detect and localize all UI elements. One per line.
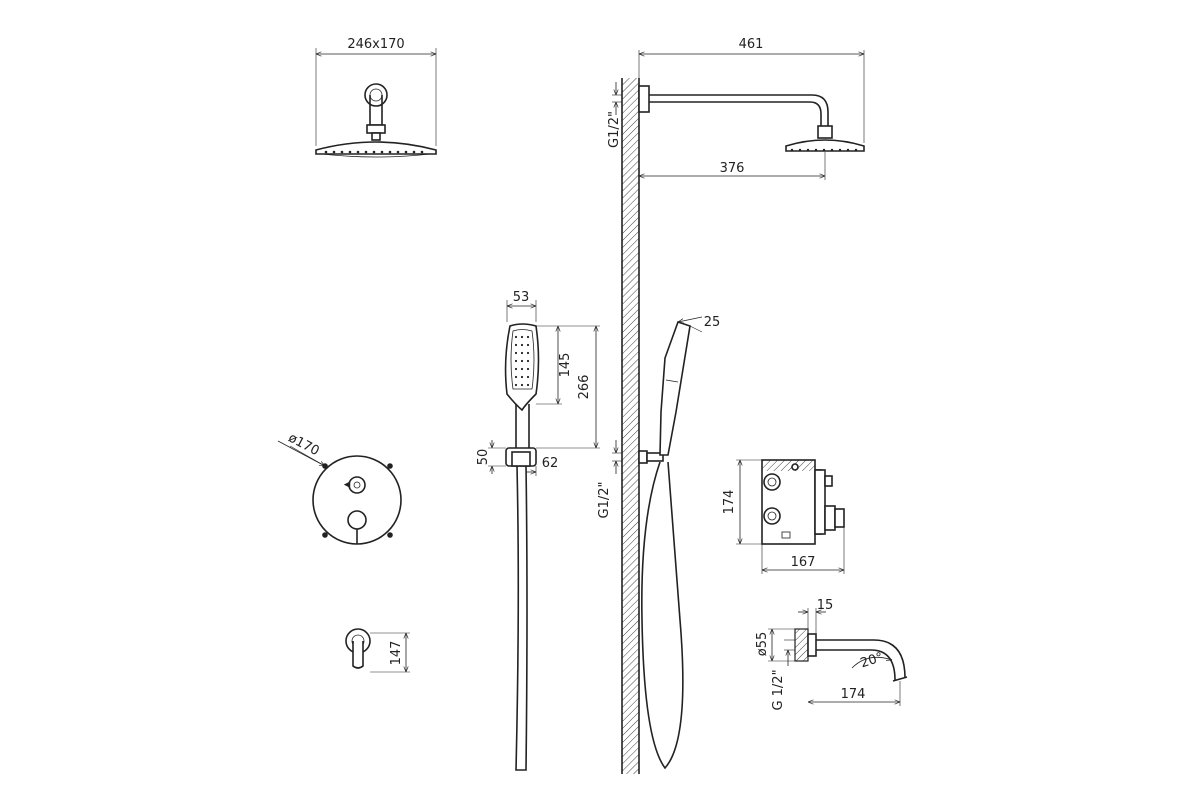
bath-spout: 15 ø55 G 1/2" 20° 174 xyxy=(755,598,908,711)
spout-length-label: 174 xyxy=(841,687,866,702)
side-head-nozzles xyxy=(790,148,858,152)
head-shower-front-view: 246x170 xyxy=(315,37,437,158)
mixer-plate: ◂ ø170 xyxy=(277,431,402,545)
spout-flange-depth-label: 15 xyxy=(817,598,834,613)
wall-thread-top-label: G1/2" xyxy=(607,111,622,148)
spout-angle-label: 20° xyxy=(859,650,886,671)
hand-width-label: 53 xyxy=(513,290,530,305)
concealed-box: 174 167 xyxy=(722,459,845,574)
holder-width-label: 62 xyxy=(542,456,559,471)
wall-thread-mid-label: G1/2" xyxy=(597,482,612,519)
spout-flange-diameter-label: ø55 xyxy=(755,632,770,657)
wall xyxy=(621,78,640,774)
hand-shower-front-view: 53 145 266 50 62 xyxy=(476,290,600,771)
hand-head-length-label: 145 xyxy=(558,353,573,378)
head-size-label: 246x170 xyxy=(347,37,404,52)
hand-total-length-label: 266 xyxy=(577,375,592,400)
box-width-label: 167 xyxy=(791,555,816,570)
arm-length-label: 461 xyxy=(739,37,764,52)
head-shower-side-view: 461 376 G1/2" xyxy=(607,37,865,180)
box-height-label: 174 xyxy=(722,490,737,515)
arm-projection-label: 376 xyxy=(720,161,745,176)
spout-thread-label: G 1/2" xyxy=(771,669,786,710)
head-nozzles xyxy=(324,150,424,154)
hand-nozzle-grid xyxy=(514,335,530,387)
elbow-size-label: 147 xyxy=(389,641,404,666)
holder-height-label: 50 xyxy=(476,449,491,466)
hand-shower-side-view: 25 G1/2" xyxy=(597,315,721,770)
wall-elbow: 147 xyxy=(345,628,410,673)
hand-angle-label: 25 xyxy=(704,315,721,330)
cold-dial-marker: ◂ xyxy=(344,477,351,492)
